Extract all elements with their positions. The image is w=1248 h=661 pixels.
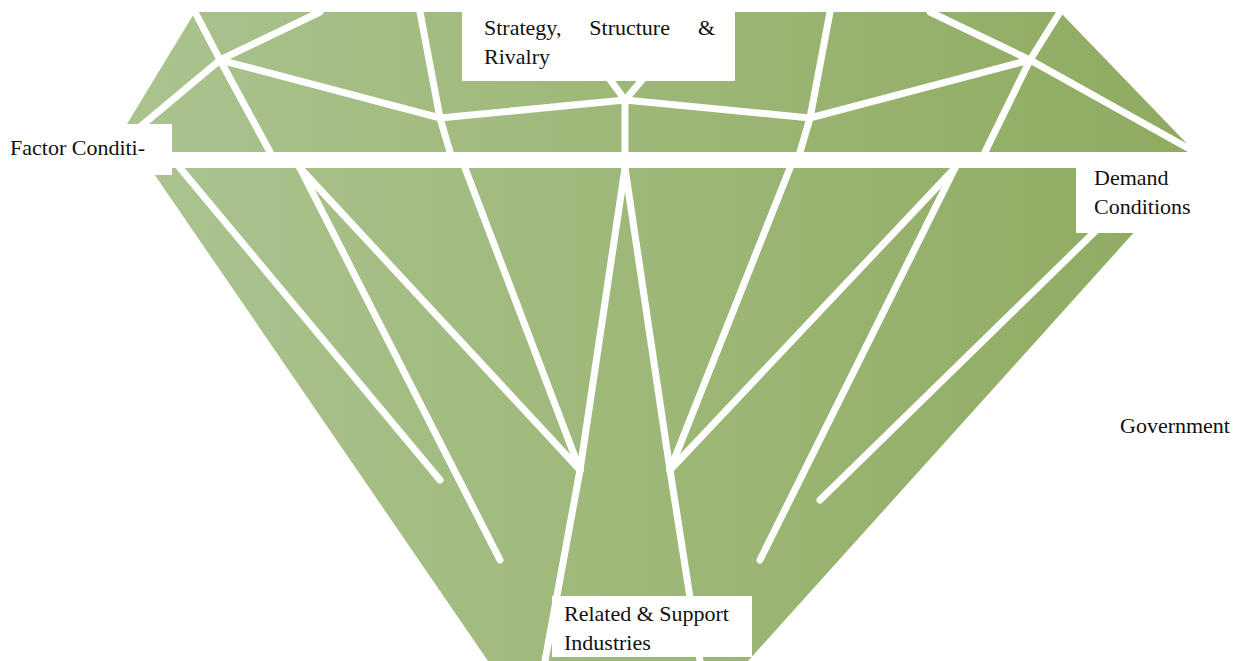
facet-line	[300, 168, 580, 470]
gem-body	[110, 12, 1195, 661]
facet-line	[220, 60, 270, 152]
factor-label: Related & Support Industries	[552, 596, 752, 657]
gem-facets	[100, 12, 1205, 661]
facet-line	[800, 118, 810, 152]
facet-line	[300, 168, 500, 560]
facet-line	[670, 168, 790, 470]
facet-line	[810, 12, 830, 118]
gem-pavilion	[150, 168, 1192, 661]
factor-label: Factor Conditi-	[0, 124, 172, 175]
factor-label: Government	[1120, 412, 1244, 441]
facet-line	[930, 12, 1060, 60]
factor-label: Strategy, Structure & Rivalry	[462, 0, 735, 81]
girdle-line	[100, 156, 1205, 165]
facet-line	[985, 60, 1030, 152]
facet-line	[465, 168, 580, 470]
factor-label: Demand Conditions	[1076, 154, 1248, 233]
facet-line	[760, 168, 955, 560]
facet-line	[180, 168, 440, 480]
facet-line	[440, 118, 450, 152]
facet-line	[622, 100, 629, 152]
facet-line	[420, 12, 440, 118]
facet-line	[195, 12, 320, 60]
facet-line	[625, 168, 670, 470]
facet-line	[670, 168, 955, 470]
facet-line	[580, 168, 625, 470]
